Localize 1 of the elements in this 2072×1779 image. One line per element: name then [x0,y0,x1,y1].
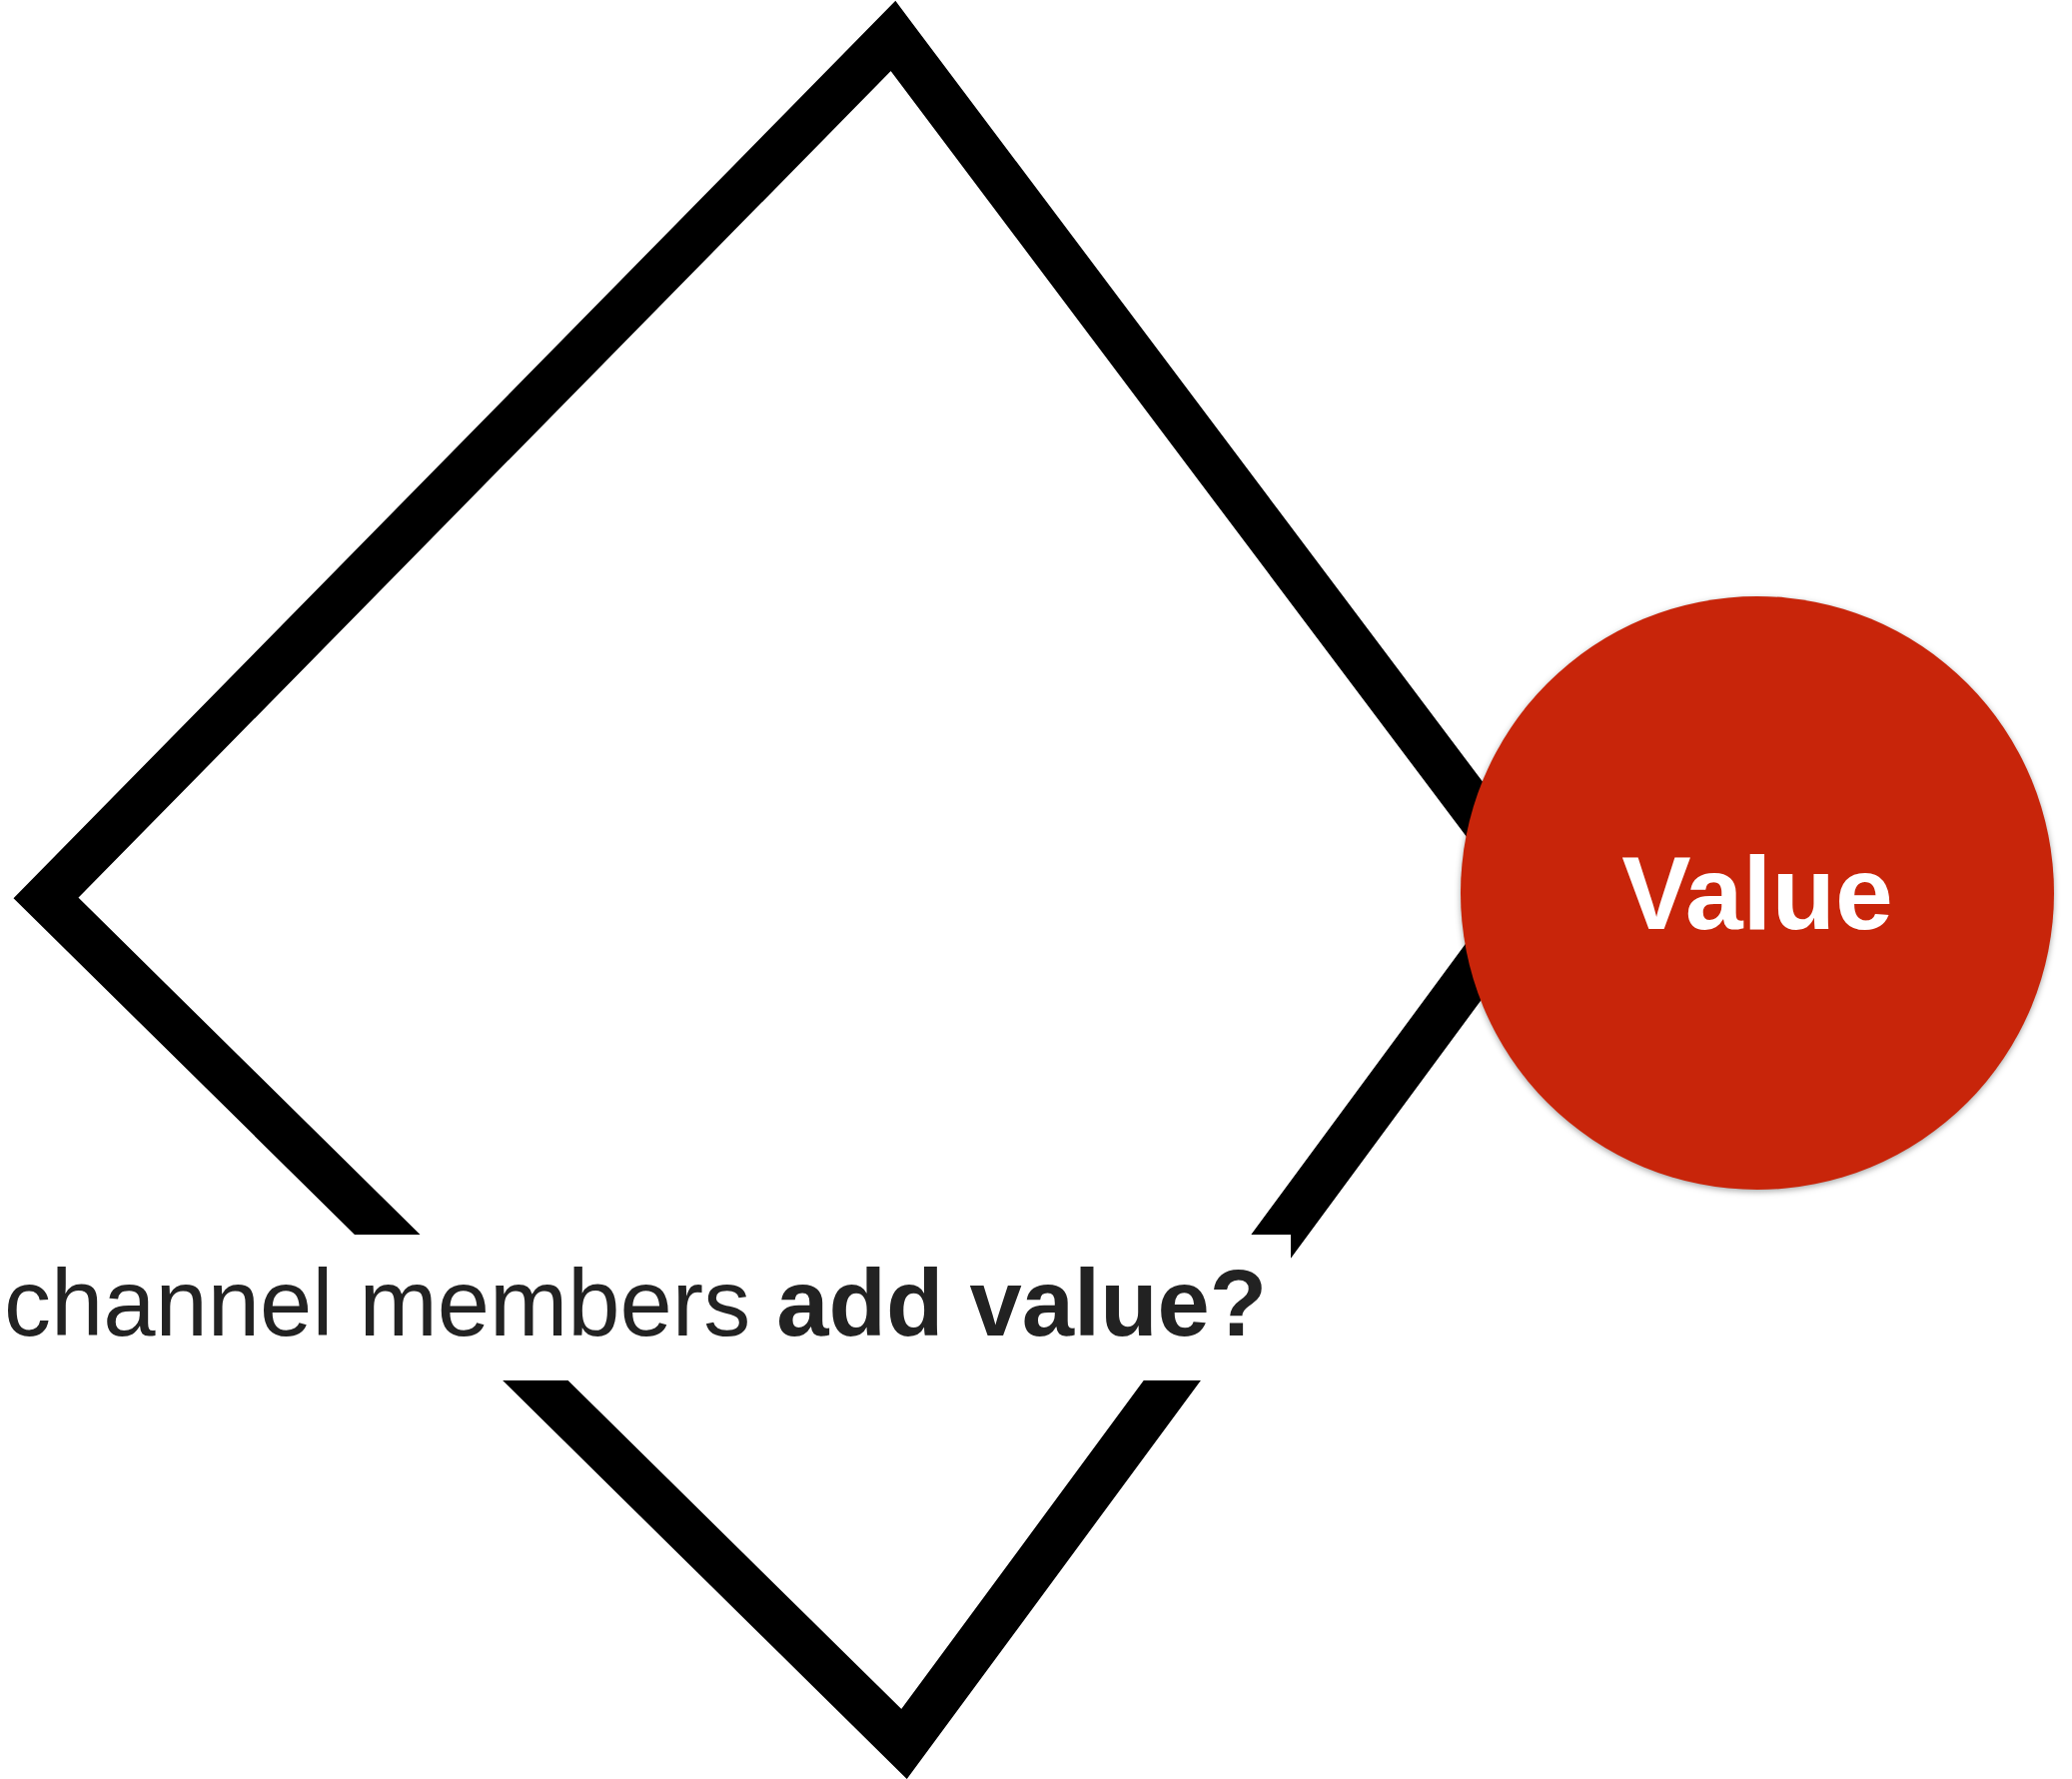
circle-node: Value [1461,596,2054,1190]
